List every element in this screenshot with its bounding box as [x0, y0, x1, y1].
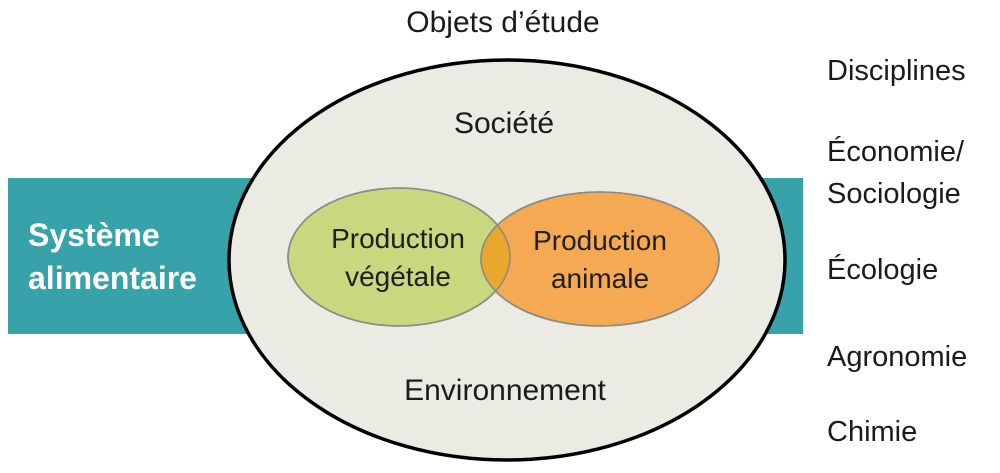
production-vegetale-label: Production végétale — [331, 223, 465, 292]
production-animale-label: Production animale — [533, 225, 667, 294]
environnement-label: Environnement — [404, 374, 606, 407]
discipline-item-ecologie: Écologie — [827, 254, 939, 286]
plant-ellipse-outline — [287, 187, 511, 327]
disciplines-heading: Disciplines — [827, 55, 966, 87]
discipline-item-economie-sociologie: Économie/ Sociologie — [827, 136, 965, 210]
discipline-item-agronomie: Agronomie — [827, 341, 968, 373]
discipline-item-chimie: Chimie — [827, 416, 918, 448]
societe-label: Société — [453, 107, 555, 140]
animal-ellipse-outline — [480, 191, 720, 327]
page-title: Objets d’étude — [406, 6, 600, 39]
food-system-label: Système alimentaire — [28, 217, 197, 296]
